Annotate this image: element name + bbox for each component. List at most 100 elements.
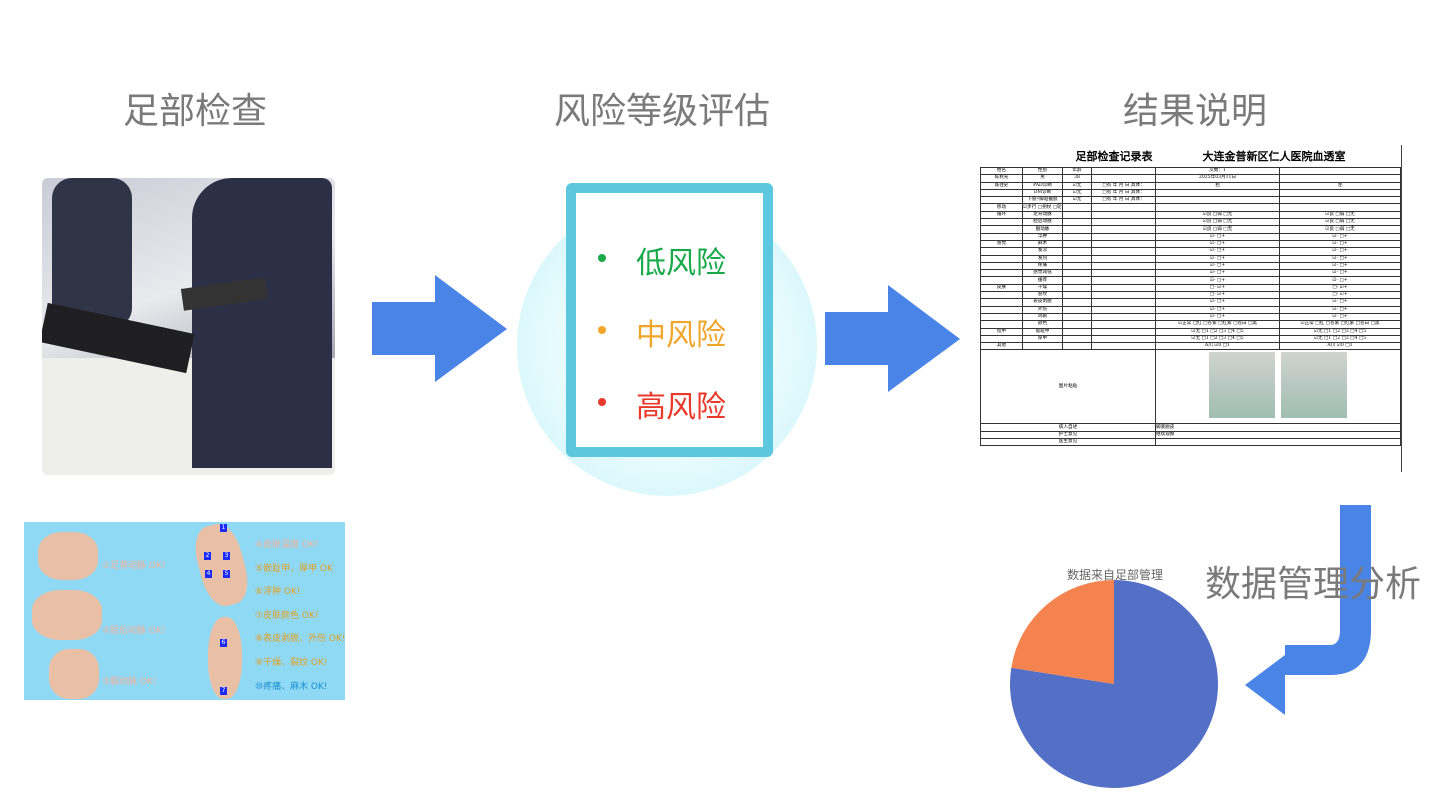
record-cell [1091,283,1156,293]
record-cell: □有 年 月 日 具体： [1091,181,1156,190]
record-cell [1155,188,1280,198]
record-cell: ☑- □+ [1279,254,1401,263]
record-cell [980,196,1023,205]
record-row: 疼痛☑- □+☑- □+ [980,261,1401,271]
record-cell [1279,196,1401,205]
record-cell [980,269,1023,278]
record-cell: 瘙痒 [1022,276,1063,285]
record-cell [1091,305,1156,314]
record-cell [1062,320,1092,329]
record-cell [1155,196,1280,205]
record-cell: ☑无 □1 □2 □3 □4 □5 [1155,327,1280,336]
record-cell: □有 年 月 日 具体： [1091,196,1156,205]
record-row: 发热 ☑- □+☑- □+ [980,254,1401,263]
record-row: 厚甲☑无 □1 □2 □3 □4 □5☑无 □1 □2 □3 □4 □5 [980,334,1401,344]
record-cell [1279,174,1401,183]
record-cell [980,247,1023,256]
record-cell [1062,291,1092,300]
record-cell [1062,327,1092,336]
record-row: 指甲嵌趾甲☑无 □1 □2 □3 □4 □5☑无 □1 □2 □3 □4 □5 [980,327,1401,336]
record-cell [1091,327,1156,336]
risk-high: 高风险 [598,382,726,426]
record-cell: ☑- □+ [1279,312,1401,322]
record-cell [980,276,1023,285]
record-cell [1091,166,1156,176]
record-row: 外伤☑- □+☑- □+ [980,305,1401,314]
record-row: 浮肿☑- □+☑- □+ [980,232,1401,241]
record-cell [980,334,1023,344]
record-cell: 姓名 [980,166,1023,176]
record-cell: ☑无 □1 □2 □3 □4 □5 [1279,334,1401,344]
record-row: 裂纹□- ☑+□- ☑+ [980,291,1401,300]
foot-photo [1281,352,1347,419]
record-cell [1062,305,1092,314]
record-cell [980,312,1023,322]
record-row: DM诊断☑无□有 年 月 日 具体： [980,188,1401,198]
record-cell: ☑- □+ [1279,298,1401,307]
record-cell [1091,254,1156,263]
record-cell [1279,188,1401,198]
footer-label: 医生意见 [980,437,1156,447]
record-cell: ☑良 □弱 □无 [1155,210,1280,220]
record-cell [1091,342,1156,351]
record-cell: ☑- □+ [1155,254,1280,263]
record-cell [1155,203,1280,212]
record-cell [1062,203,1092,212]
record-cell [1279,166,1401,176]
record-cell: ☑- □+ [1279,305,1401,314]
record-cell: ☑无 [1062,188,1092,198]
record-row: 移动☑步行 □拐杖 □轮椅 □卧床 [980,203,1401,212]
record-cell: ☑良 □弱 □无 [1279,225,1401,234]
record-cell: ☑- □+ [1279,269,1401,278]
record-cell [980,261,1023,271]
record-cell: ☑- □+ [1279,276,1401,285]
footer-value: 脚底脱皮 [1155,423,1401,432]
record-cell: PAD诊断 [1022,181,1063,190]
record-cell: □有 年 月 日 具体： [1091,188,1156,198]
record-cell: ☑良 □弱 □无 [1155,218,1280,227]
check-item: ①足背动脉 OK! [102,561,166,571]
record-cell: 男 [1022,174,1063,183]
record-cell [1279,203,1401,212]
foot-exam-photo [42,178,335,475]
record-cell [1091,239,1156,249]
record-cell: ☑无 [1062,181,1092,190]
record-cell: ☑- □+ [1279,261,1401,271]
record-cell: A川 ☑0 □1 [1155,342,1280,351]
record-row: 下肢•脚趾截肢☑无□有 年 月 日 具体： [980,196,1401,205]
photo-row: 图片粘贴 [980,349,1401,425]
record-row: 皮肤干燥□- ☑+□- ☑+ [980,283,1401,293]
record-cell [980,218,1023,227]
record-cell [1062,225,1092,234]
record-cell [1062,247,1092,256]
record-cell [1091,174,1156,183]
record-cell [980,320,1023,329]
record-cell: 腘动脉 [1022,225,1063,234]
record-cell: ☑良 □弱 □无 [1155,225,1280,234]
pie-title: 数据来自足部管理 [1066,568,1163,582]
record-cell [1022,342,1063,351]
record-cell: 鸡眼 [1022,312,1063,322]
record-cell [1091,269,1156,278]
record-cell: 发热 [1022,254,1063,263]
record-cell [980,305,1023,314]
record-cell [1062,210,1092,220]
photo-cell [1155,349,1401,425]
record-cell: 皮肤 [980,283,1023,293]
record-cell: A川 ☑0 □1 [1279,342,1401,351]
document-title: 足部检查记录表 [1075,150,1153,163]
check-item: ⑧表皮剥脱、外伤 OK! [255,634,345,644]
record-row: 鸡眼☑- □+☑- □+ [980,312,1401,322]
record-cell: ☑无 □1 □2 □3 □4 □5 [1155,334,1280,344]
record-cell: 麻木 [1022,239,1063,249]
record-cell [1062,218,1092,227]
record-cell: 发凉 [1022,247,1063,256]
risk-medium: 中风险 [598,310,726,354]
record-cell: 感觉减低 [1022,269,1063,278]
record-cell: 下肢•脚趾截肢 [1022,196,1063,205]
risk-low: 低风险 [598,238,726,282]
record-cell [980,254,1023,263]
record-cell: ☑无 [1062,196,1092,205]
record-cell: ☑- □+ [1155,305,1280,314]
